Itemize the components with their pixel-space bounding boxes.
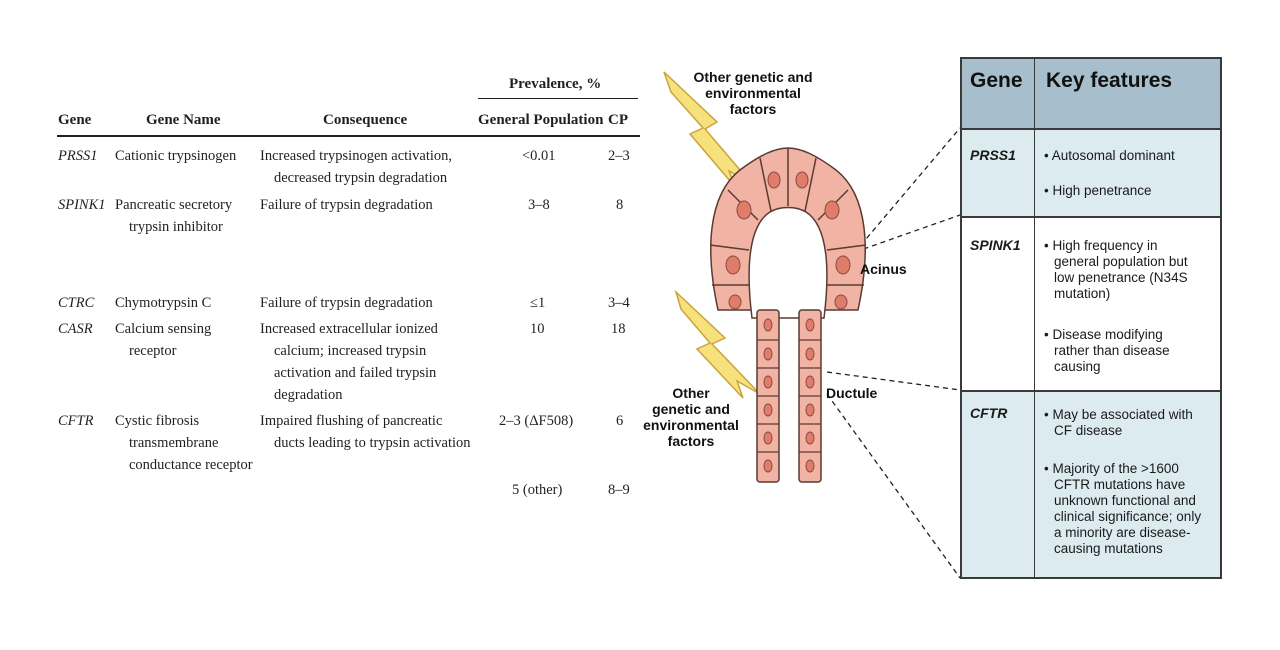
lightning-bolt-bottom [674,289,761,399]
bottom-factors-label: Other genetic and environmental factors [643,385,739,449]
acinus-outline [710,147,866,311]
prevalence-rule [478,98,638,99]
row-gene: CTRC [58,295,95,311]
row-divider [962,216,1220,218]
row-spink1 [962,217,1220,391]
top-factors-label: Other genetic and environmental factors [693,69,813,117]
row-consequence: Failure of trypsin degradation [260,197,433,213]
header-gene: Gene [970,69,1023,92]
row-gene-name: Pancreatic secretory trypsin inhibitor [115,197,233,235]
row-gene: CASR [58,321,93,337]
row-gene: PRSS1 [58,148,98,164]
ductule-dividers [757,339,821,453]
connector-line [826,393,961,579]
feature-bullet: • Autosomal dominant [1044,148,1175,163]
connector-line [854,127,961,253]
connector-line [854,214,961,253]
ductule-label: Ductule [826,385,878,401]
connector-lines [826,127,961,579]
col-general-population: General Population [478,112,604,128]
prevalence-header: Prevalence, % [509,76,602,92]
acinus-label: Acinus [860,261,907,277]
col-consequence: Consequence [323,112,408,128]
row-gene-name: Cystic fibrosis transmembrane conductanc… [115,413,253,473]
row-general-population: 3–8 [528,197,550,213]
row-general-population: <0.01 [522,148,556,164]
col-gene-name: Gene Name [146,112,221,128]
row-general-population: 10 [530,321,545,337]
acinus-lumen [748,206,828,319]
ductule-wall-right [798,309,822,483]
row-cp: 8 [616,197,624,213]
row-divider [962,128,1220,130]
row-cp: 18 [611,321,626,337]
row-general-population: ≤1 [530,295,546,311]
row-cp: 8–9 [608,482,630,498]
row-gene: CFTR [970,405,1008,421]
col-cp: CP [608,112,628,128]
row-cp: 3–4 [608,295,630,311]
row-gene: SPINK1 [970,237,1021,253]
row-gene: SPINK1 [58,197,106,213]
row-consequence: Increased extracellular ionized calcium;… [260,321,438,403]
row-general-population: 2–3 (ΔF508) [499,413,574,429]
header-rule [57,135,640,137]
header-key-features: Key features [1046,69,1173,92]
row-cftr [962,391,1220,577]
ductule-wall-left [756,309,780,483]
row-cp: 6 [616,413,624,429]
acinar-nuclei [725,171,851,310]
feature-bullet: • High frequency in general population b… [1044,238,1188,301]
feature-bullet: • Majority of the >1600 CFTR mutations h… [1044,461,1202,556]
ductule [756,309,822,483]
row-prss1 [962,129,1220,217]
row-gene: CFTR [58,413,94,429]
feature-bullet: • High penetrance [1044,183,1152,198]
key-features-header [962,59,1220,129]
feature-bullet: • Disease modifying rather than disease … [1044,327,1170,374]
gene-table: Prevalence, % Gene Gene Name Consequence… [0,0,640,520]
row-consequence: Impaired flushing of pancreatic ducts le… [260,413,471,451]
row-gene-name: Chymotrypsin C [115,295,212,311]
row-consequence: Failure of trypsin degradation [260,295,433,311]
row-consequence: Increased trypsinogen activation, decrea… [260,148,453,186]
col-gene: Gene [58,112,92,128]
feature-bullet: • May be associated with CF disease [1044,407,1193,438]
key-features-table: Gene Key features PRSS1 • Autosomal domi… [960,57,1222,579]
row-general-population: 5 (other) [512,482,563,498]
ductule-nuclei [763,318,815,473]
cell-dividers [709,148,867,286]
row-gene-name: Calcium sensing receptor [115,321,212,359]
row-cp: 2–3 [608,148,630,164]
row-gene: PRSS1 [970,147,1016,163]
row-gene-name: Cationic trypsinogen [115,148,237,164]
column-divider [1034,59,1035,577]
row-divider [962,390,1220,392]
acinus-cells [710,147,866,319]
